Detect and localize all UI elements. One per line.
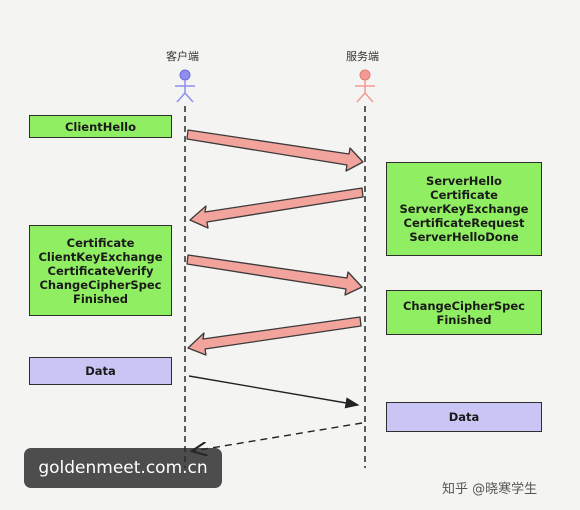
client-hello-box: ClientHello [29,115,172,138]
server-data-box: Data [386,402,542,432]
box-line: ServerKeyExchange [399,202,529,216]
box-line: CertificateRequest [403,216,525,230]
server-change-cipher-box: ChangeCipherSpec Finished [386,290,542,335]
box-line: ServerHelloDone [409,230,519,244]
arrow-client-hello [186,129,364,172]
box-line: Certificate [430,188,498,202]
box-line: Data [448,410,480,424]
box-line: ClientHello [64,119,137,134]
client-data-box: Data [29,357,172,385]
box-line: Finished [436,312,492,327]
box-line: Certificate [66,235,135,250]
arrow-data-server-to-client [193,422,363,451]
client-actor-icon [175,69,195,103]
arrow-server-hello [189,187,364,229]
server-hello-box: ServerHello Certificate ServerKeyExchang… [386,162,542,256]
box-line: Finished [73,291,128,306]
box-line: ServerHello [426,174,502,188]
client-certificate-box: Certificate ClientKeyExchange Certificat… [29,225,172,316]
server-actor-label: 服务端 [346,50,379,63]
box-line: Data [85,364,116,378]
client-actor-label: 客户端 [166,50,199,63]
box-line: ClientKeyExchange [38,249,163,264]
site-watermark: goldenmeet.com.cn [24,448,222,488]
box-line: ChangeCipherSpec [39,277,162,292]
box-line: CertificateVerify [47,263,154,278]
server-actor-icon [355,69,375,103]
box-line: ChangeCipherSpec [402,298,525,313]
arrow-data-client-to-server [188,375,360,409]
arrow-server-finished [187,316,362,356]
author-watermark: 知乎 @晓寒学生 [442,482,538,497]
arrow-client-finished [186,254,363,296]
